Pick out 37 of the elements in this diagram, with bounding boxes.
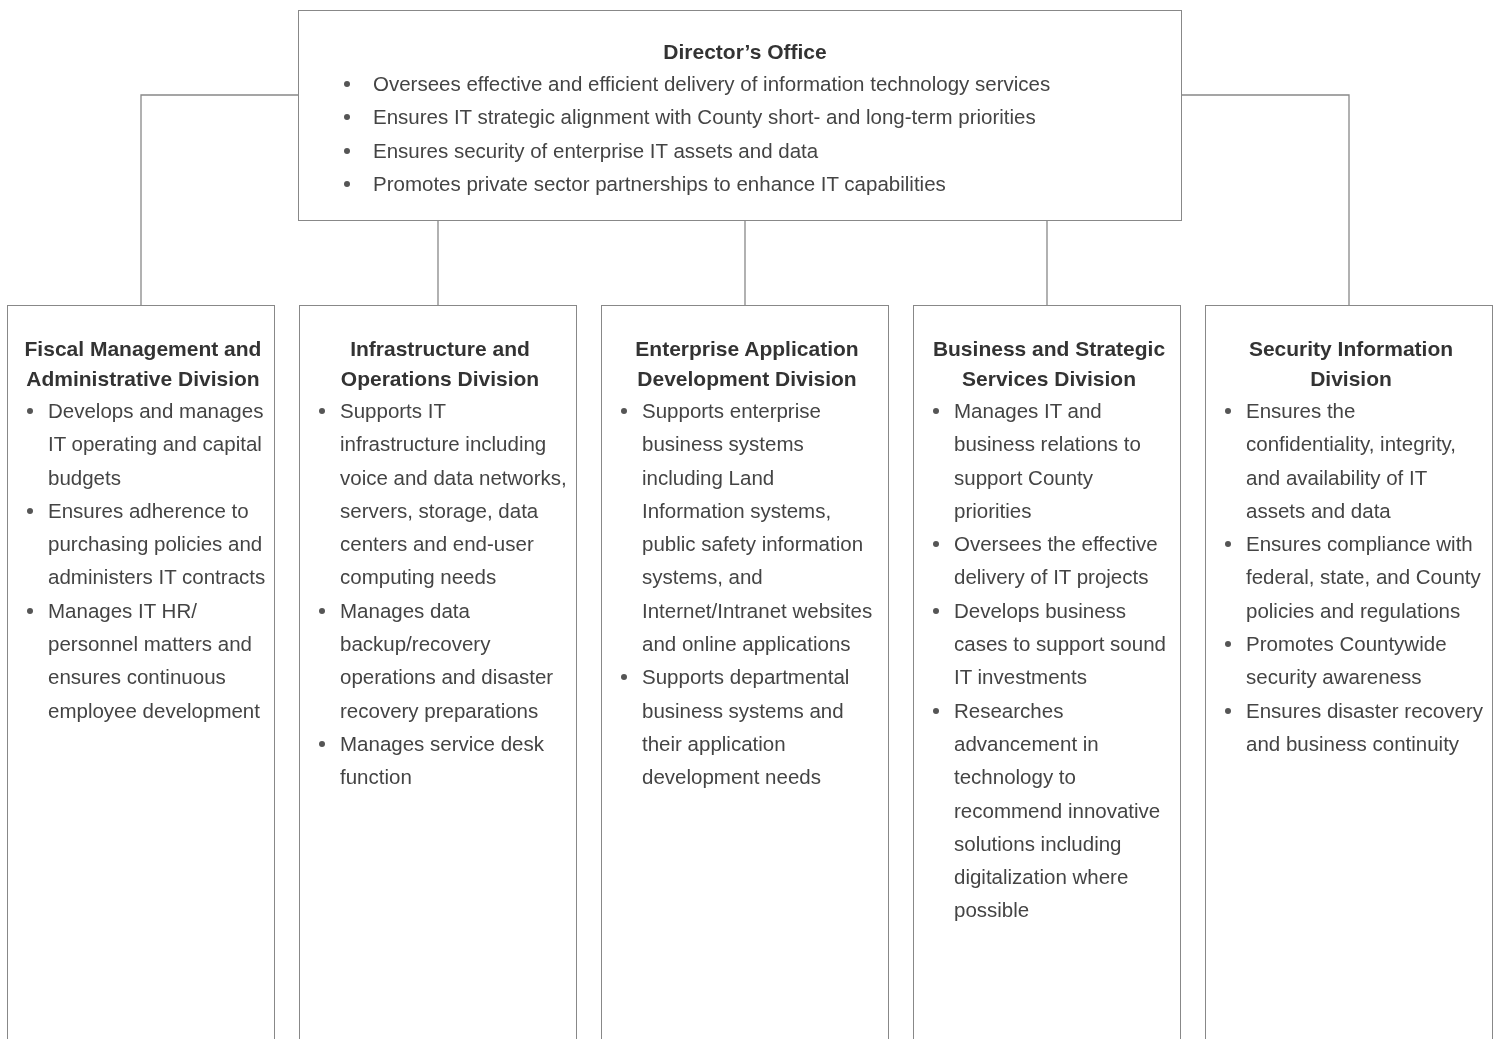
box-heading: Business and Strategic Services Division	[931, 336, 1167, 392]
director-box	[298, 10, 1182, 221]
bullet-item: Researches advancement in technology to recommend innovative solutions including digitalization where possible	[926, 693, 1172, 927]
division-box	[913, 305, 1181, 1039]
bullet-item: Develops and manages IT operating and capital budgets	[20, 394, 266, 494]
bullet-item: Promotes private sector partnerships to enhance IT capabilities	[337, 166, 1171, 201]
bullet-item: Promotes Countywide security awareness	[1218, 627, 1484, 694]
division-box	[601, 305, 889, 1039]
bullet-item: Ensures the confidentiality, integrity, and availability of IT assets and data	[1218, 394, 1484, 528]
division-box	[1205, 305, 1493, 1039]
connector-line	[744, 220, 746, 306]
bullet-item: Develops business cases to support sound IT investments	[926, 593, 1172, 694]
division-box	[299, 305, 577, 1039]
bullet-item: Ensures disaster recovery and business continuity	[1218, 693, 1484, 761]
box-heading: Infrastructure and Operations Division	[339, 336, 541, 392]
bullet-item: Manages service desk function	[312, 726, 568, 794]
bullet-item: Oversees effective and efficient delivery of information technology services	[337, 67, 1171, 101]
bullet-item: Supports IT infrastructure including voice and data networks, servers, storage, data centers and end-user computing needs	[312, 394, 568, 594]
connector-line	[1181, 94, 1350, 306]
bullet-item: Manages IT HR/ personnel matters and ensures continuous employee development	[20, 593, 266, 727]
bullet-item: Ensures IT strategic alignment with County short- and long-term priorities	[337, 100, 1171, 134]
bullet-item: Supports departmental business systems and their application development needs	[614, 660, 880, 794]
box-heading: Security Information Division	[1247, 336, 1455, 392]
bullet-item: Ensures compliance with federal, state, and County policies and regulations	[1218, 527, 1484, 628]
box-heading: Enterprise Application Development Division	[634, 336, 860, 392]
bullet-item: Ensures adherence to purchasing policies and administers IT contracts	[20, 493, 266, 594]
bullet-item: Oversees the effective delivery of IT projects	[926, 527, 1172, 594]
connector-line	[1046, 220, 1048, 306]
connector-line	[437, 220, 439, 306]
bullet-item: Supports enterprise business systems including Land Information systems, public safety information systems, and Internet/Intranet websites and online applications	[614, 394, 880, 661]
box-heading: Fiscal Management and Administrative Division	[23, 336, 263, 392]
bullet-item: Manages IT and business relations to support County priorities	[926, 394, 1172, 528]
division-box	[7, 305, 275, 1039]
connector-line	[140, 94, 299, 306]
bullet-item: Ensures security of enterprise IT assets and data	[337, 133, 1171, 167]
box-heading: Director’s Office	[662, 39, 828, 65]
bullet-item: Manages data backup/recovery operations and disaster recovery preparations	[312, 593, 568, 727]
